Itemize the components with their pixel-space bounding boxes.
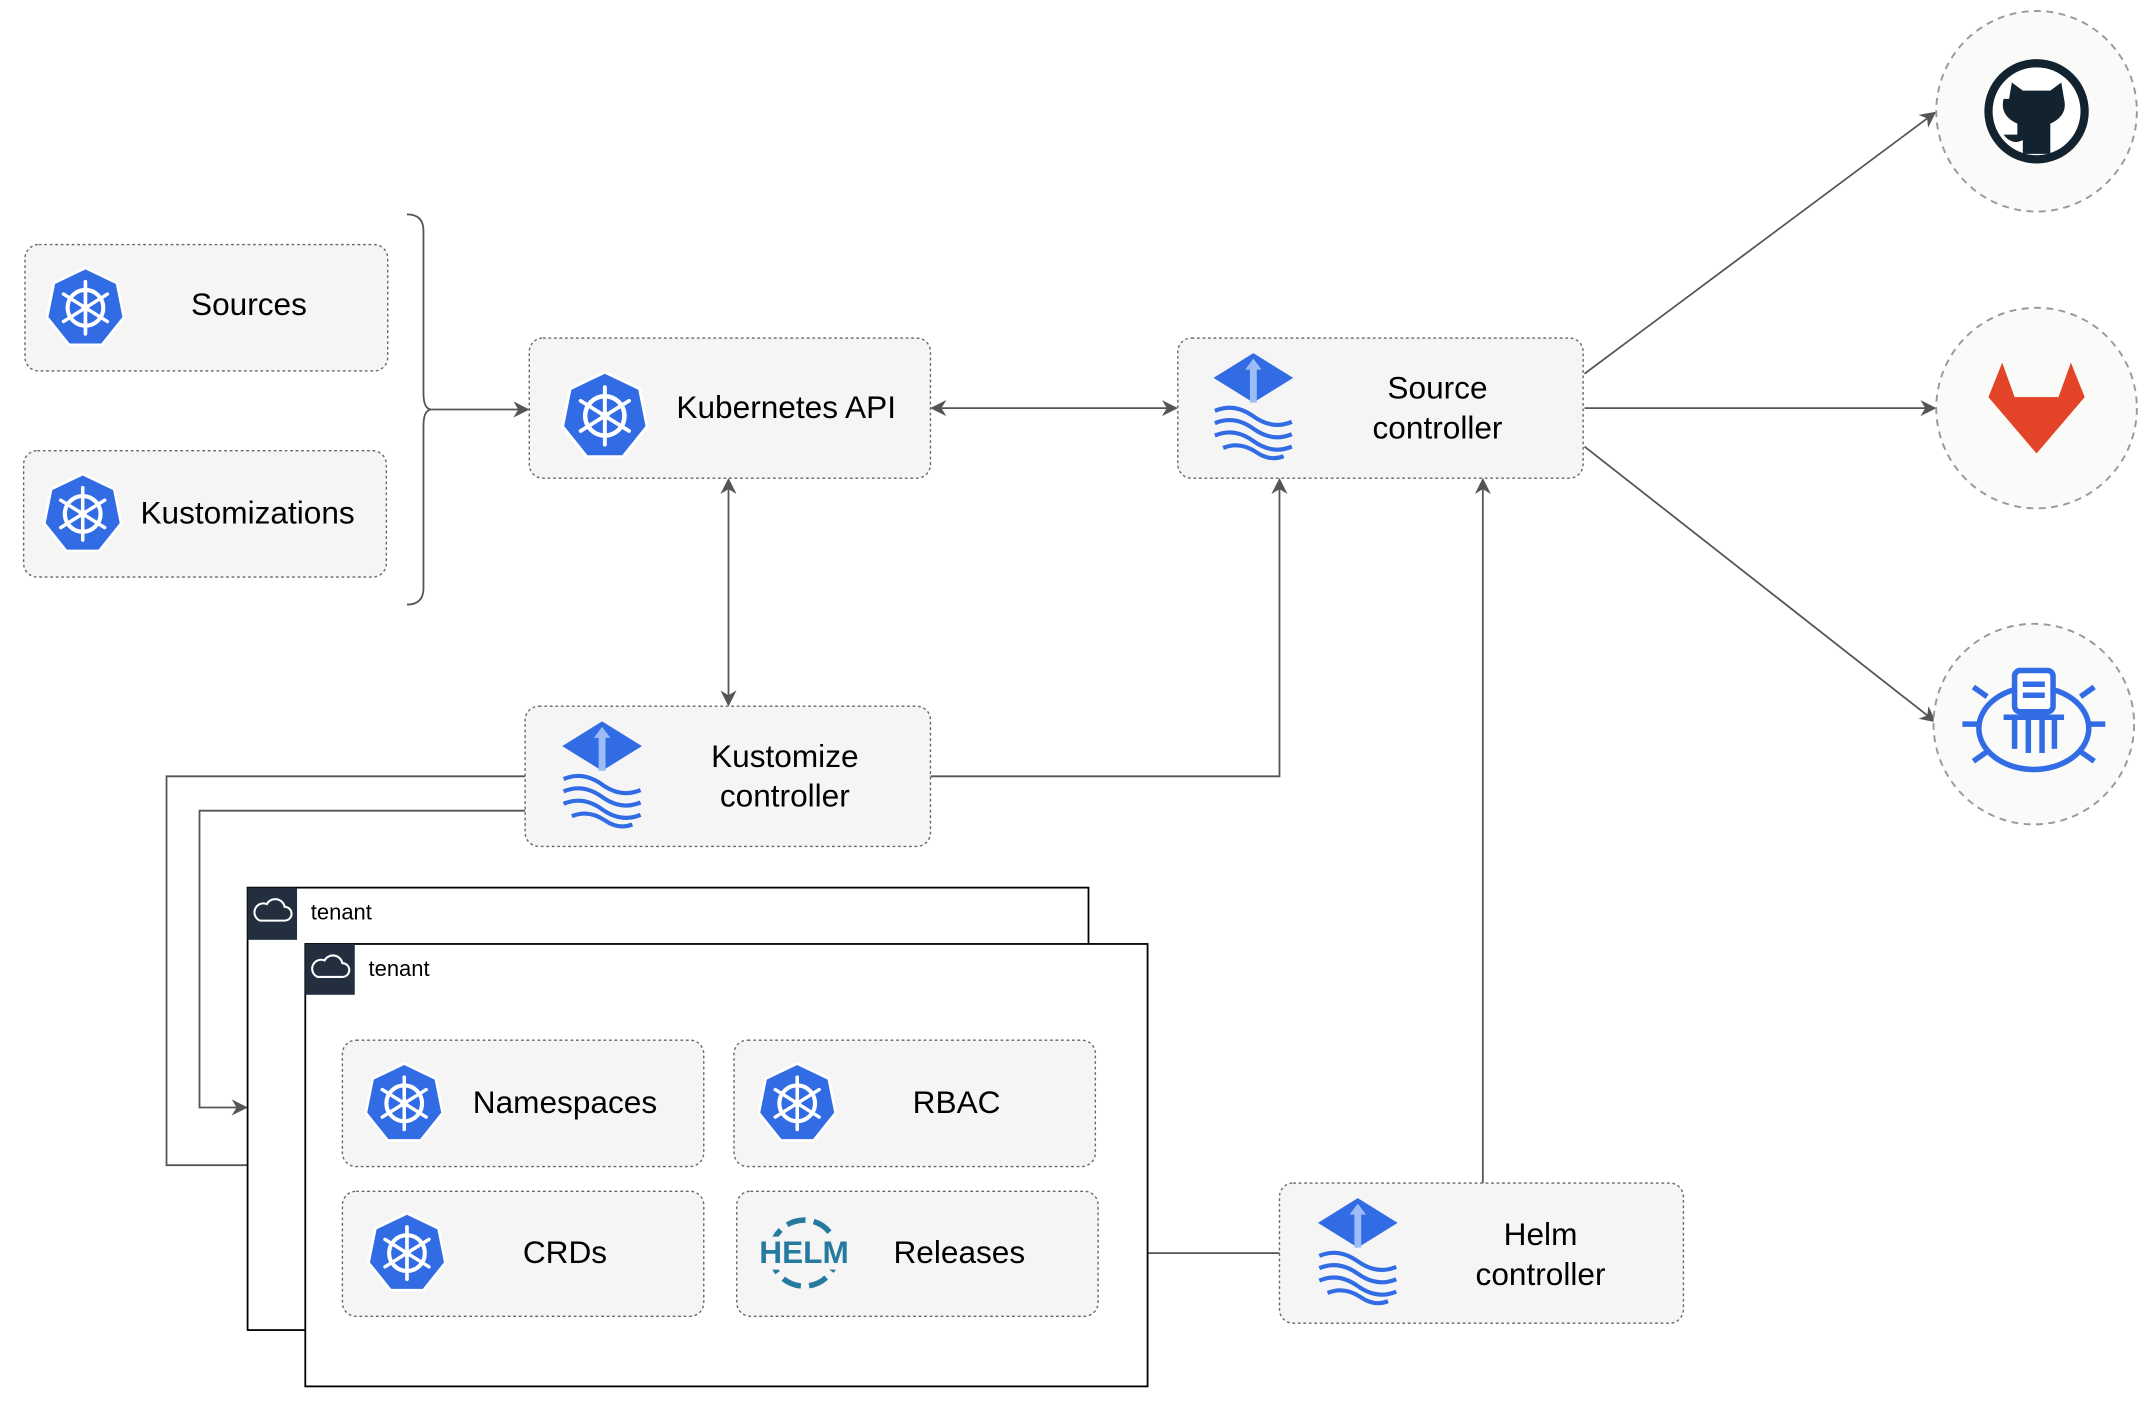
sources-node[interactable]: Sources xyxy=(24,243,389,372)
kubernetes-icon xyxy=(369,1213,446,1290)
kubernetes-icon xyxy=(563,372,648,457)
github-node[interactable] xyxy=(1935,10,2138,213)
source-controller-label-line1: Source xyxy=(1387,370,1487,406)
rbac-label: RBAC xyxy=(913,1084,1001,1120)
kustomize-controller-label-line2: controller xyxy=(720,778,850,814)
helm-controller-label-line2: controller xyxy=(1476,1256,1606,1292)
helm-controller-label-line1: Helm xyxy=(1504,1216,1578,1252)
kubernetes-icon xyxy=(47,268,124,345)
kubernetes-icon xyxy=(366,1063,443,1140)
edge-kustomize-to-source xyxy=(930,477,1288,778)
tenant-label: tenant xyxy=(369,956,430,981)
edge-kustomize-to-tenant-1 xyxy=(198,809,526,1116)
tenant-label: tenant xyxy=(311,900,372,925)
kustomizations-node[interactable]: Kustomizations xyxy=(22,449,388,578)
gitlab-node[interactable] xyxy=(1935,306,2138,510)
crds-node[interactable]: CRDs xyxy=(341,1190,705,1318)
helm-controller-node[interactable]: Helm controller xyxy=(1278,1182,1685,1324)
kustomize-controller-label-line1: Kustomize xyxy=(711,738,858,774)
edge-to-github xyxy=(1583,111,1937,375)
source-controller-node[interactable]: Source controller xyxy=(1177,337,1584,479)
releases-label: Releases xyxy=(893,1234,1025,1270)
kustomizations-label: Kustomizations xyxy=(140,495,354,531)
helm-repository-node[interactable] xyxy=(1932,622,2136,826)
kubernetes-icon xyxy=(759,1063,836,1140)
releases-node[interactable]: HELM Releases xyxy=(736,1190,1099,1318)
github-icon xyxy=(1984,59,2089,164)
brace xyxy=(406,213,432,606)
kubernetes-api-label: Kubernetes API xyxy=(676,389,896,425)
helm-repository-icon xyxy=(1962,667,2106,773)
kubernetes-icon xyxy=(44,474,121,551)
kubernetes-api-node[interactable]: Kubernetes API xyxy=(528,337,932,479)
namespaces-node[interactable]: Namespaces xyxy=(341,1039,705,1168)
svg-text:HELM: HELM xyxy=(759,1234,849,1270)
kustomize-controller-node[interactable]: Kustomize controller xyxy=(524,705,932,848)
crds-label: CRDs xyxy=(523,1234,607,1270)
sources-label: Sources xyxy=(191,286,307,322)
rbac-node[interactable]: RBAC xyxy=(733,1039,1097,1168)
helm-icon: HELM xyxy=(755,1217,853,1289)
edge-kustomize-to-tenant-2 xyxy=(165,775,526,1174)
gitlab-icon xyxy=(1988,362,2085,454)
edge-to-helm-repo xyxy=(1583,445,1937,723)
source-controller-label-line2: controller xyxy=(1373,409,1503,445)
namespaces-label: Namespaces xyxy=(473,1084,657,1120)
